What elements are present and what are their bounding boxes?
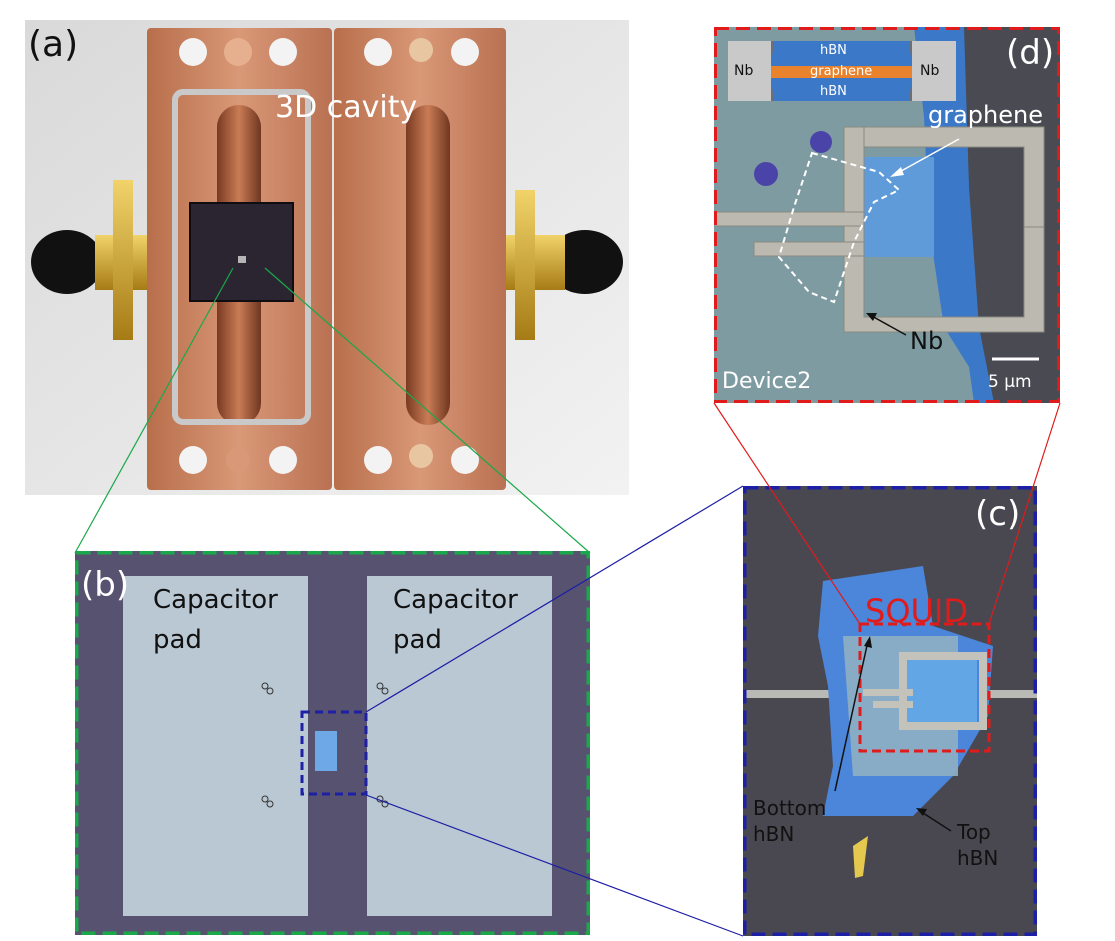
panel-b: (b) Capacitor pad Capacitor pad	[74, 550, 591, 936]
panel-b-label: (b)	[81, 565, 130, 605]
inset-top-hbn: hBN	[820, 43, 847, 58]
device-label: Device2	[722, 369, 812, 394]
inset-graphene: graphene	[810, 64, 873, 79]
top-hbn-line1: Top	[957, 820, 991, 844]
panel-c: (c) SQUID Bottom hBN Top hBN	[742, 485, 1038, 937]
capacitor-pad-left	[123, 576, 308, 916]
scale-bar-label: 5 µm	[988, 372, 1032, 392]
capacitor-pad-right-line1: Capacitor	[393, 585, 518, 615]
panel-a-label: (a)	[28, 24, 79, 65]
panel-c-label: (c)	[975, 494, 1021, 534]
inset-right-nb: Nb	[920, 63, 940, 79]
cavity-label: 3D cavity	[275, 90, 418, 125]
nb-label: Nb	[910, 327, 944, 355]
graphene-label: graphene	[928, 101, 1043, 129]
chip	[189, 202, 294, 302]
device-micrograph	[713, 26, 1061, 404]
inset-left-nb: Nb	[734, 63, 754, 79]
inset-bottom-hbn: hBN	[820, 84, 847, 99]
panel-d-label: (d)	[1006, 33, 1055, 73]
bottom-hbn-line2: hBN	[753, 822, 795, 846]
top-hbn-line2: hBN	[957, 846, 999, 870]
panel-d: hBN graphene hBN Nb Nb (d) graphene Nb D…	[713, 26, 1061, 404]
bottom-hbn-line1: Bottom	[753, 796, 827, 820]
capacitor-pad-right-line2: pad	[393, 625, 442, 655]
panel-a: (a) 3D cavity	[25, 20, 629, 495]
capacitor-pad-left-line2: pad	[153, 625, 202, 655]
squid-label: SQUID	[865, 592, 968, 630]
left-sma-connector	[31, 230, 103, 294]
capacitor-pad-left-line1: Capacitor	[153, 585, 278, 615]
